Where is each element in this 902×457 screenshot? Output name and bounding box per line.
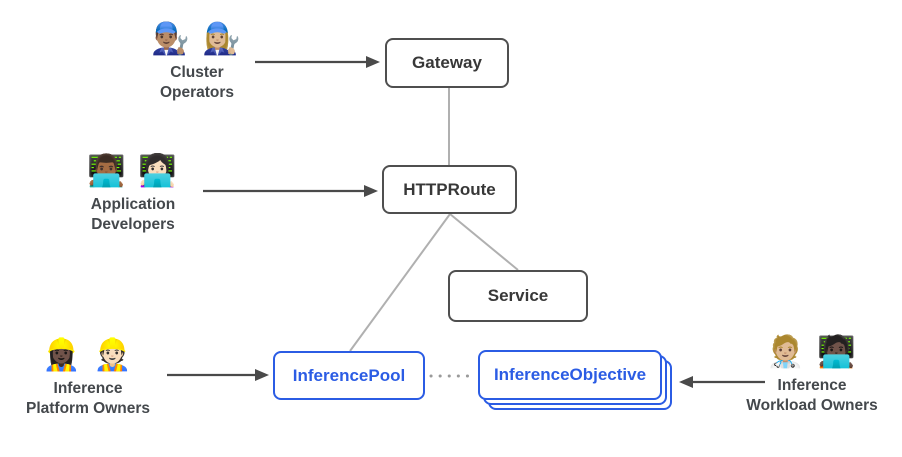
node-httproute-label: HTTPRoute xyxy=(403,179,496,199)
inference-platform-owners-emoji: 👷🏿‍♀️ 👷🏻 xyxy=(42,337,134,372)
node-service-label: Service xyxy=(487,286,549,305)
actor-application-developers: 👨🏾‍💻 👩🏻‍💻 Application Developers xyxy=(43,152,223,236)
actor-cluster-operators: 👨🏽‍🔧 👩🏼‍🔧 Cluster Operators xyxy=(107,20,287,104)
node-inferencepool: InferencePool xyxy=(273,351,425,400)
node-inferenceobjective: InferenceObjective xyxy=(478,350,662,400)
actor-inference-platform-owners: 👷🏿‍♀️ 👷🏻 Inference Platform Owners xyxy=(0,336,178,420)
cluster-operators-label: Cluster Operators xyxy=(159,64,235,102)
inference-platform-owners-label: Inference Platform Owners xyxy=(25,380,151,418)
arrowhead-platform-owners xyxy=(255,369,269,381)
cluster-operators-emoji: 👨🏽‍🔧 👩🏼‍🔧 xyxy=(151,21,243,56)
application-developers-label: Application Developers xyxy=(90,196,176,234)
application-developers-emoji: 👨🏾‍💻 👩🏻‍💻 xyxy=(87,153,179,188)
node-service: Service xyxy=(448,270,588,322)
node-inferenceobjective-label: InferenceObjective xyxy=(493,365,647,384)
actor-inference-workload-owners: 🧑🏼‍⚕️ 🧑🏿‍💻 Inference Workload Owners xyxy=(722,333,902,417)
arrowhead-application-developers xyxy=(364,185,378,197)
edge-httproute-inferencepool xyxy=(349,213,451,352)
inference-workload-owners-label: Inference Workload Owners xyxy=(746,377,878,415)
node-httproute: HTTPRoute xyxy=(382,165,517,214)
node-gateway: Gateway xyxy=(385,38,509,88)
node-gateway-label: Gateway xyxy=(412,53,482,72)
edge-httproute-service xyxy=(449,213,519,271)
node-inferenceobjective-stack: InferenceObjective xyxy=(478,350,672,410)
arrowhead-workload-owners xyxy=(679,376,693,388)
inference-workload-owners-emoji: 🧑🏼‍⚕️ 🧑🏿‍💻 xyxy=(766,334,858,369)
arrowhead-cluster-operators xyxy=(366,56,380,68)
node-inferencepool-label: InferencePool xyxy=(292,365,406,385)
